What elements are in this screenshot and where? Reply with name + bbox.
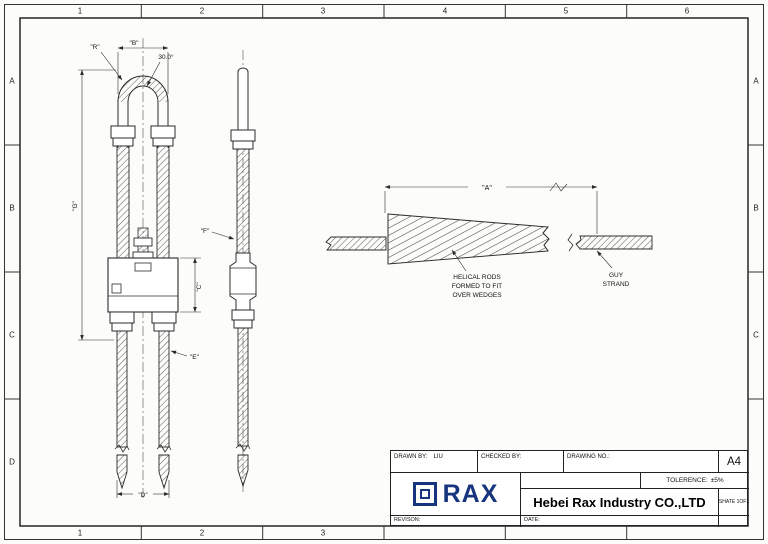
rax-logo-inner-square <box>419 489 430 499</box>
break-line-side <box>235 443 251 452</box>
helical-note-leader <box>451 249 467 272</box>
upper-nuts <box>110 125 176 147</box>
grid-col-5-top: 5 <box>563 6 569 16</box>
grid-row-d-left: D <box>9 457 15 467</box>
sheet-frame <box>4 4 764 540</box>
frame-ticks <box>4 4 764 540</box>
sheet-info-cell: SHATE 1OF1 <box>719 489 749 516</box>
helical-note-line3: OVER WEDGES <box>452 292 502 299</box>
side-nut-lower <box>231 309 255 329</box>
date-cell: DATE: <box>521 516 719 527</box>
break-line-left <box>114 444 130 453</box>
threaded-rod-left <box>116 145 130 259</box>
grid-row-c-right: C <box>753 330 759 340</box>
guy-strand-line2: STRAND <box>603 281 630 288</box>
dim-label-b: "B" <box>130 40 140 47</box>
threaded-rod-right <box>156 145 170 259</box>
revision-cell: REVISON: <box>391 516 521 527</box>
tolerance-label: TOLERENCE: <box>666 477 708 484</box>
u-bolt <box>117 75 169 148</box>
strand-left <box>116 330 128 448</box>
dim-label-d: "D" <box>138 492 148 499</box>
checked-by-cell: CHECKED BY: <box>478 451 564 473</box>
dim-label-r: "R" <box>90 44 100 51</box>
strand-end-right <box>158 454 170 490</box>
grid-col-1-top: 1 <box>77 6 83 16</box>
drawing-no-cell: DRAWING NO.: <box>564 451 719 473</box>
company-name: Hebei Rax Industry CO.,LTD <box>533 494 706 510</box>
logo-cell: RAX <box>391 473 521 516</box>
grid-col-2-top: 2 <box>199 6 205 16</box>
grid-row-a-left: A <box>9 76 15 86</box>
dim-label-c: "C" <box>196 282 203 292</box>
splice-view: "A" HELICAL RODS FORMED TO FIT OVER WEDG… <box>325 182 653 299</box>
helical-note-line2: FORMED TO FIT <box>452 283 502 290</box>
grid-col-3-top: 3 <box>320 6 326 16</box>
break-line-splice <box>567 233 574 252</box>
strand-end-side <box>237 454 249 488</box>
checked-by-label: CHECKED BY: <box>481 454 522 460</box>
paper-size-value: A4 <box>726 455 742 468</box>
tolerance-value: ±5% <box>710 477 724 484</box>
strand-end-left <box>116 454 128 490</box>
helical-rod-bundle <box>387 213 550 265</box>
date-label: DATE: <box>524 517 540 523</box>
grid-col-3-bottom: 3 <box>320 528 326 538</box>
revision-label: REVISON: <box>394 517 421 523</box>
front-view: "R" "B" 30.0° "G" "C" "E" "D" <box>72 38 203 500</box>
clamp-body <box>107 251 179 313</box>
guy-strand-right <box>575 235 653 250</box>
grid-row-b-left: B <box>9 203 15 213</box>
front-view-dimensions <box>78 46 201 498</box>
drawn-by-label: DRAWN BY: <box>394 454 428 460</box>
sheet-info: SHATE 1OF1 <box>719 499 749 505</box>
grid-row-c-left: C <box>9 330 15 340</box>
title-block: DRAWN BY: LIU CHECKED BY: DRAWING NO.: A4… <box>390 450 749 527</box>
dim-leader-f <box>211 231 235 240</box>
paper-size-cell: A4 <box>719 451 749 473</box>
side-nut-upper <box>230 129 256 150</box>
guy-strand-leader <box>596 250 613 269</box>
strand-right <box>158 330 170 448</box>
dim-label-f: "F" <box>201 228 210 235</box>
break-line-right <box>156 444 172 453</box>
center-nut <box>133 237 153 247</box>
drawn-by-value: LIU <box>433 454 443 460</box>
guy-strand-left <box>325 236 387 251</box>
company-name-cell: Hebei Rax Industry CO.,LTD <box>521 489 719 516</box>
rod-top <box>237 67 249 130</box>
blank-cell <box>521 473 641 489</box>
dim-label-g: "G" <box>72 200 79 210</box>
grid-col-2-bottom: 2 <box>199 528 205 538</box>
grid-col-4-top: 4 <box>442 6 448 16</box>
strand-side <box>237 327 249 447</box>
dim-label-angle: 30.0° <box>158 53 174 61</box>
tolerance-cell: TOLERENCE: ±5% <box>641 473 749 489</box>
threaded-rod-side <box>236 148 250 254</box>
drawn-by-cell: DRAWN BY: LIU <box>391 451 478 473</box>
grid-col-1-bottom: 1 <box>77 528 83 538</box>
grid-row-b-right: B <box>753 203 759 213</box>
dim-label-a: "A" <box>482 185 492 192</box>
clamp-side-profile <box>229 252 257 311</box>
guy-strand-line1: GUY <box>609 272 624 279</box>
helical-note-line1: HELICAL RODS <box>453 274 501 281</box>
splice-dimensions <box>384 182 598 234</box>
blank-cell-2 <box>719 516 749 527</box>
grid-col-6-top: 6 <box>684 6 690 16</box>
side-view: "F" <box>201 50 257 492</box>
dim-label-e: "E" <box>190 354 200 361</box>
drawing-no-label: DRAWING NO.: <box>567 454 610 460</box>
grid-row-a-right: A <box>753 76 759 86</box>
rax-logo-icon <box>412 482 437 506</box>
rax-logo-text: RAX <box>442 479 499 508</box>
